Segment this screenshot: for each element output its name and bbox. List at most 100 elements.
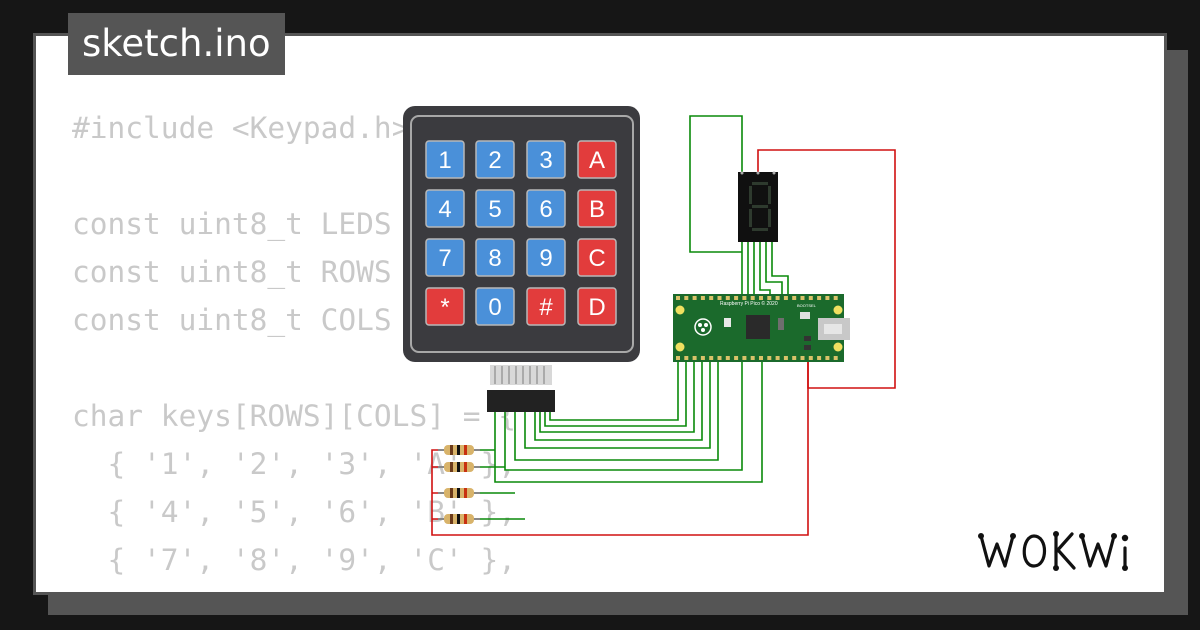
keypad-key-4[interactable]: 4 bbox=[425, 189, 465, 228]
pico-pin bbox=[734, 296, 739, 300]
code-line: { '4', '5', '6', 'B' }, bbox=[72, 495, 517, 529]
pico-pin bbox=[725, 356, 730, 360]
pico-pin bbox=[709, 296, 714, 300]
pico-pin bbox=[717, 356, 722, 360]
pico-pin bbox=[817, 356, 822, 360]
keypad-key-1[interactable]: 1 bbox=[425, 140, 465, 179]
keypad-key-B[interactable]: B bbox=[577, 189, 617, 228]
pico-board: Raspberry Pi Pico © 2020 BOOTSEL bbox=[673, 294, 850, 362]
keypad-key-3[interactable]: 3 bbox=[526, 140, 566, 179]
pico-pin bbox=[717, 296, 722, 300]
keypad-key-label: A bbox=[589, 147, 605, 174]
wire-keypad-8 bbox=[494, 360, 763, 483]
keypad-key-#[interactable]: # bbox=[526, 287, 566, 326]
resistor-3 bbox=[444, 488, 474, 498]
pico-pin bbox=[825, 296, 830, 300]
pico-pin bbox=[676, 356, 680, 360]
pico-pin bbox=[833, 356, 838, 360]
resistors bbox=[438, 445, 480, 524]
pico-pin bbox=[825, 356, 830, 360]
resistor-1 bbox=[444, 445, 474, 455]
pico-pin bbox=[759, 356, 763, 360]
wires bbox=[431, 115, 896, 536]
pico-pin bbox=[709, 356, 714, 360]
wire-keypad-7 bbox=[504, 360, 743, 471]
pico-pin bbox=[808, 296, 813, 300]
bootsel-label: BOOTSEL bbox=[797, 303, 817, 308]
pico-pin bbox=[792, 296, 797, 300]
keypad-key-label: 5 bbox=[488, 196, 501, 223]
pico-pin bbox=[808, 356, 813, 360]
pico-pin bbox=[775, 356, 780, 360]
keypad-key-label: 6 bbox=[539, 196, 552, 223]
keypad-key-C[interactable]: C bbox=[577, 238, 617, 277]
keypad-key-5[interactable]: 5 bbox=[475, 189, 515, 228]
code-line: { '*', '0', '#', 'D' } bbox=[72, 584, 516, 592]
wire-keypad-6 bbox=[514, 360, 719, 461]
keypad-key-7[interactable]: 7 bbox=[425, 238, 465, 277]
wire-keypad-4 bbox=[534, 360, 703, 441]
code-line: { '7', '8', '9', 'C' }, bbox=[72, 543, 517, 577]
pico-silkscreen: Raspberry Pi Pico © 2020 bbox=[720, 300, 778, 307]
keypad-key-label: D bbox=[588, 294, 605, 321]
pico-pin bbox=[692, 356, 697, 360]
keypad-key-label: B bbox=[589, 196, 605, 223]
keypad-key-0[interactable]: 0 bbox=[475, 287, 515, 326]
pico-pin bbox=[792, 356, 797, 360]
keypad-key-label: 3 bbox=[539, 147, 552, 174]
pico-pin bbox=[700, 296, 705, 300]
wire-keypad-5 bbox=[524, 360, 711, 449]
pico-pin bbox=[783, 356, 788, 360]
resistor-2 bbox=[444, 462, 474, 472]
pico-pin bbox=[692, 296, 697, 300]
keypad-key-label: 7 bbox=[438, 245, 451, 272]
raspberry-logo-icon bbox=[694, 318, 712, 336]
wire-keypad-1 bbox=[549, 360, 679, 421]
pico-pin bbox=[684, 296, 689, 300]
pico-pin bbox=[759, 296, 763, 300]
keypad-key-label: 8 bbox=[488, 245, 501, 272]
file-tab[interactable]: sketch.ino bbox=[68, 13, 285, 75]
pico-pin bbox=[800, 296, 805, 300]
pico-pin bbox=[817, 296, 822, 300]
code-line: #include <Keypad.h> bbox=[72, 111, 410, 145]
resistor-4 bbox=[444, 514, 474, 524]
keypad-key-label: 9 bbox=[539, 245, 552, 272]
pico-pin bbox=[676, 296, 680, 300]
wokwi-logo bbox=[978, 531, 1129, 571]
pico-pin bbox=[742, 296, 747, 300]
keypad-key-9[interactable]: 9 bbox=[526, 238, 566, 277]
wire-display-left bbox=[689, 115, 743, 300]
keypad-key-D[interactable]: D bbox=[577, 287, 617, 326]
wire-resistor-links bbox=[475, 449, 525, 520]
keypad-key-6[interactable]: 6 bbox=[526, 189, 566, 228]
pico-pin bbox=[750, 356, 755, 360]
pico-pin bbox=[742, 356, 747, 360]
keypad-key-label: 1 bbox=[438, 147, 451, 174]
keypad-key-label: # bbox=[539, 294, 553, 321]
wire-keypad-3 bbox=[539, 360, 695, 433]
pico-pin bbox=[750, 296, 755, 300]
pico-pin bbox=[833, 296, 838, 300]
pico-pin bbox=[684, 356, 689, 360]
wire-display-seg bbox=[747, 242, 789, 296]
pico-pin bbox=[800, 356, 805, 360]
keypad-key-2[interactable]: 2 bbox=[475, 140, 515, 179]
pico-pin bbox=[725, 296, 730, 300]
keypad-key-8[interactable]: 8 bbox=[475, 238, 515, 277]
code-line: char keys[ROWS][COLS] = { bbox=[72, 399, 517, 433]
seven-segment-display bbox=[738, 171, 778, 242]
pico-pin bbox=[775, 296, 780, 300]
keypad-key-label: 4 bbox=[438, 196, 451, 223]
keypad-key-*[interactable]: * bbox=[425, 287, 465, 326]
pico-pin bbox=[767, 296, 772, 300]
keypad-key-label: * bbox=[440, 294, 449, 321]
keypad-key-A[interactable]: A bbox=[577, 140, 617, 179]
pico-pin bbox=[767, 356, 772, 360]
keypad-key-label: 0 bbox=[488, 294, 501, 321]
pico-pin bbox=[700, 356, 705, 360]
wire-keypad-2 bbox=[544, 360, 687, 427]
